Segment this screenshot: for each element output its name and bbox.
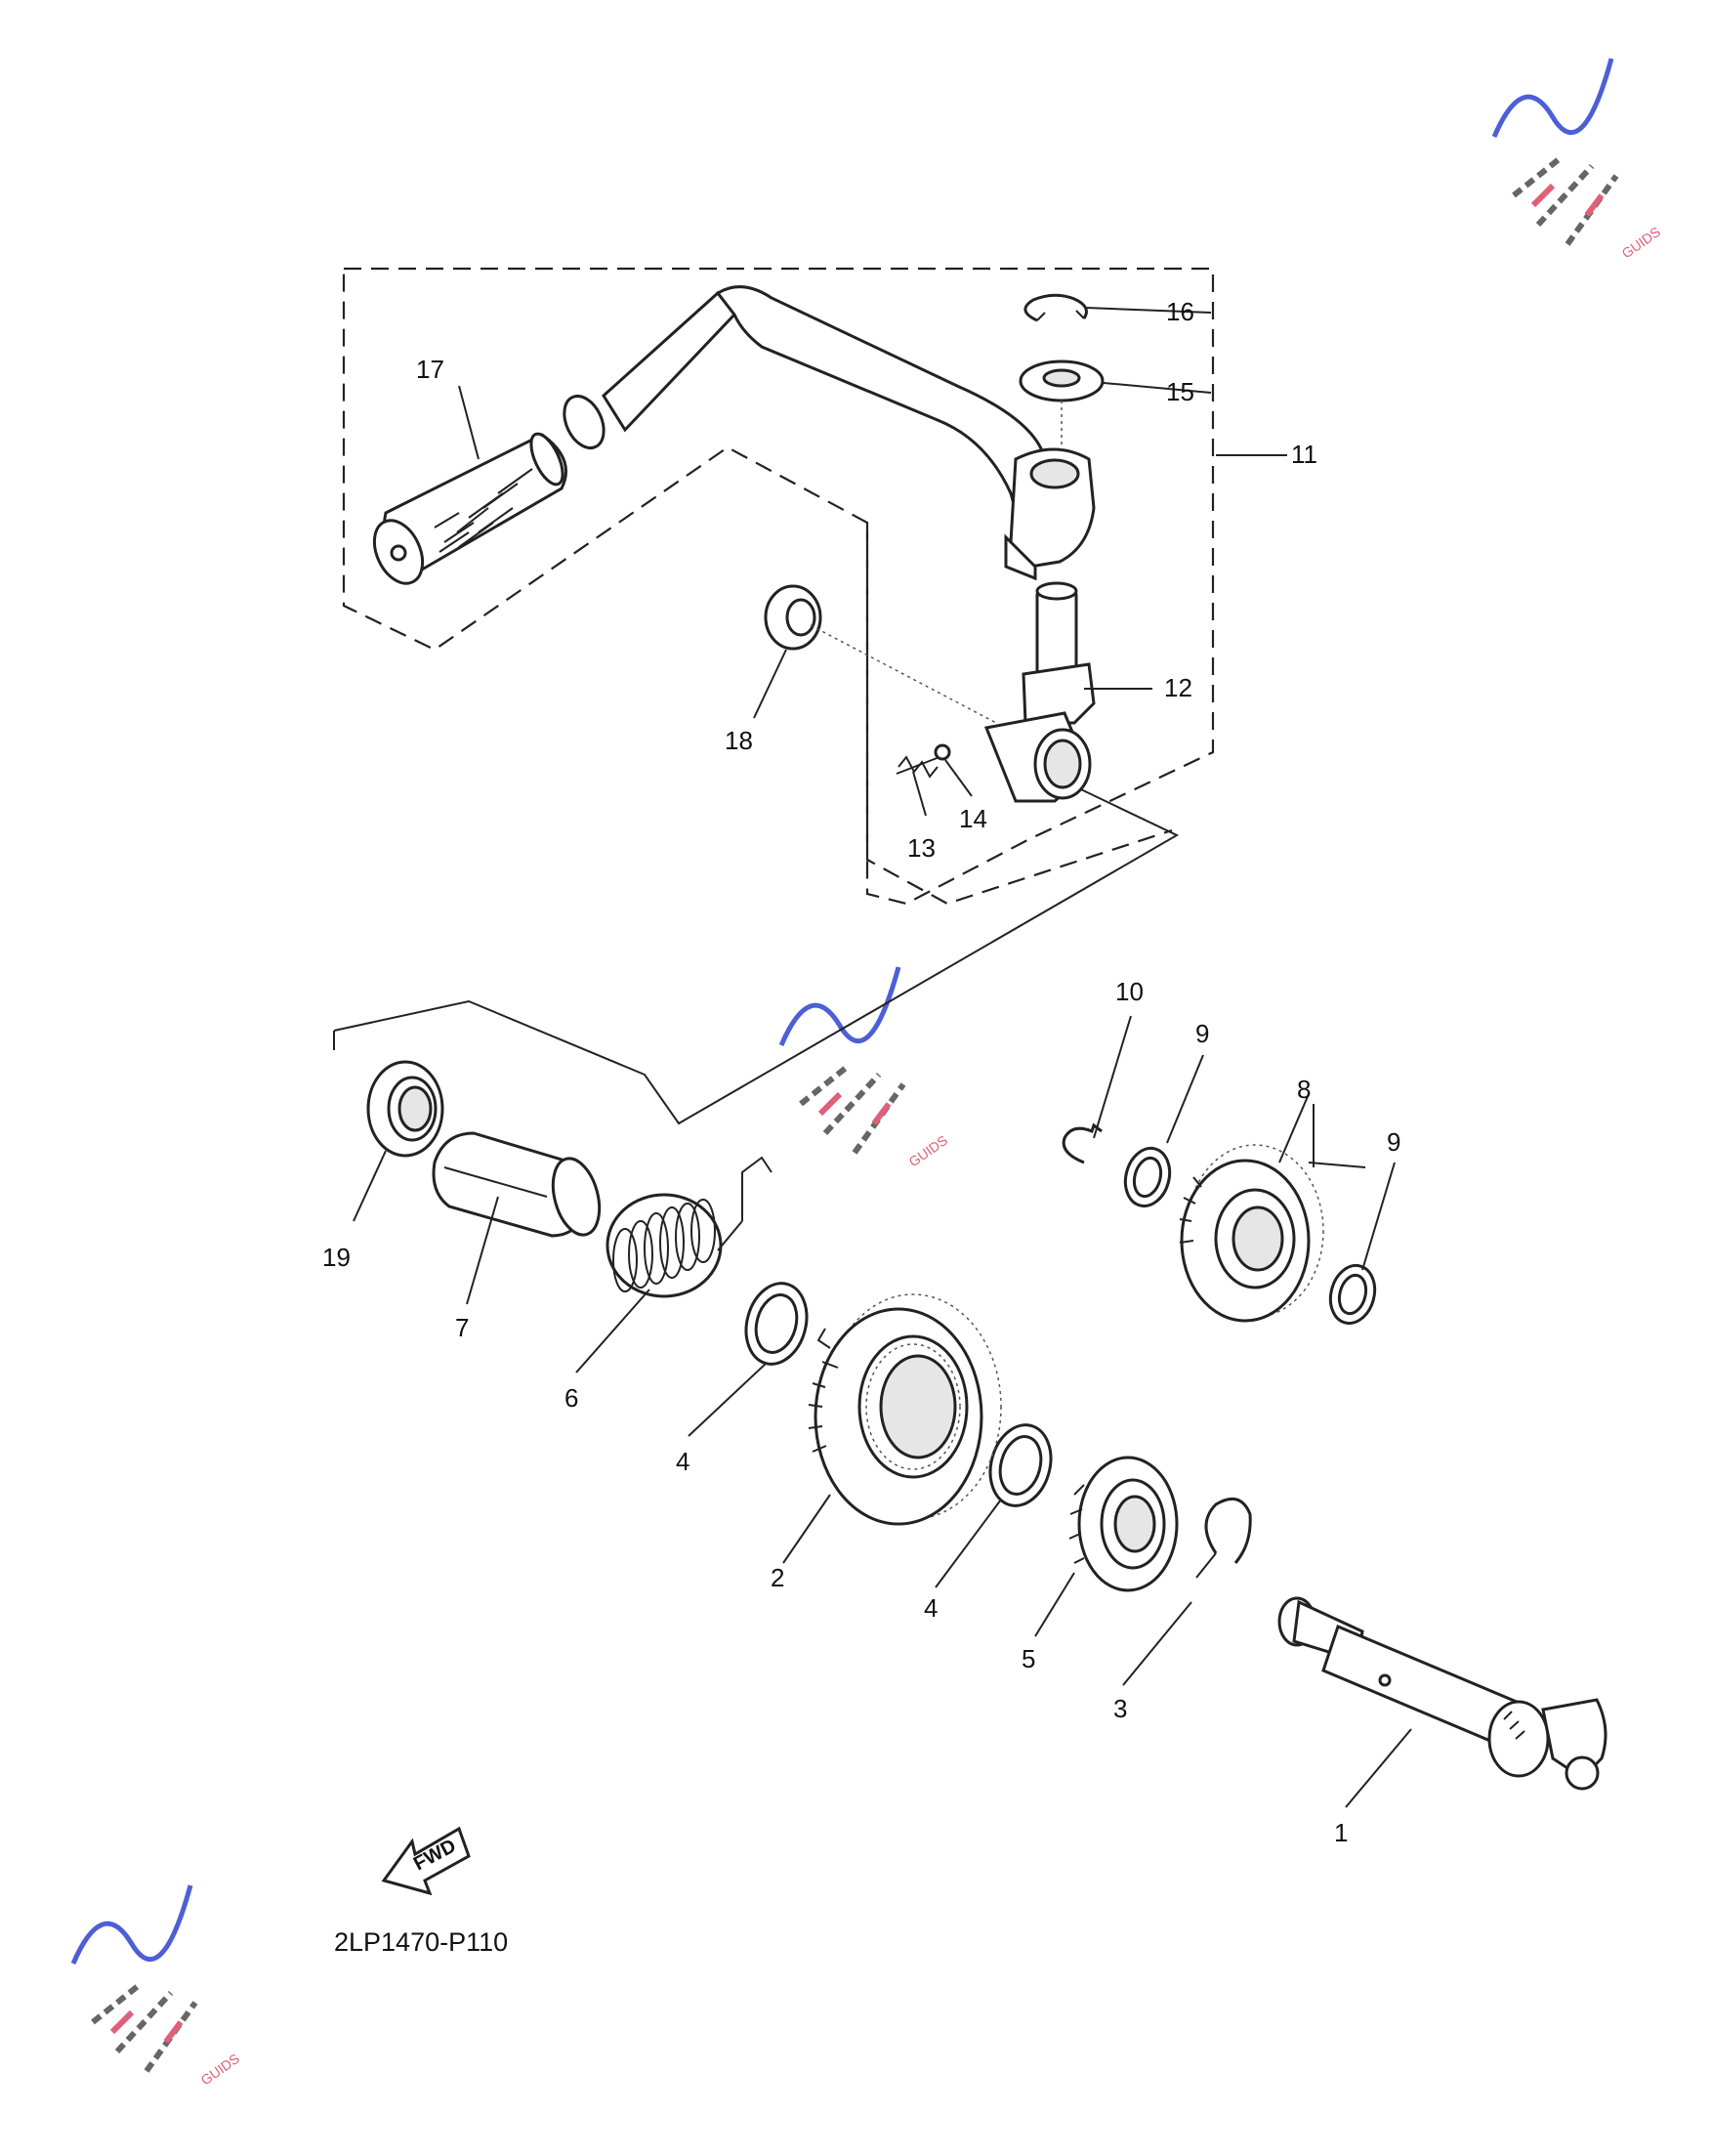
kick-crank-assembly-outline [342, 267, 1215, 906]
callout-8: 8 [1297, 1075, 1311, 1104]
callout-4-upper: 4 [676, 1447, 689, 1476]
callout-15: 15 [1166, 377, 1194, 406]
callout-14: 14 [959, 804, 987, 833]
callout-19: 19 [322, 1243, 351, 1272]
torsion-spring-6 [605, 1156, 772, 1298]
callout-11: 11 [1291, 440, 1317, 469]
kick-gear-2 [808, 1293, 1002, 1526]
collar-7 [432, 1131, 602, 1238]
diagram-code: 2LP1470-P110 [334, 1927, 508, 1957]
watermark-text: GUIDS [198, 2050, 243, 2089]
callout-3: 3 [1113, 1694, 1127, 1723]
callout-6: 6 [564, 1383, 578, 1413]
watermark-logo-bottom-left: GUIDS [70, 1884, 243, 2089]
spring-13 [896, 755, 940, 779]
kick-grip [372, 432, 567, 585]
washer-15 [1019, 359, 1105, 449]
callout-leaders [353, 307, 1412, 1808]
callout-13: 13 [907, 833, 936, 863]
assembly-reference-line [333, 781, 1180, 1125]
kick-shaft-1 [1277, 1596, 1608, 1791]
kick-boss [983, 581, 1096, 803]
boss-assembly-outline [865, 523, 1173, 906]
fwd-arrow-icon: FWD [381, 1826, 471, 1896]
oil-seal-19 [366, 1060, 444, 1158]
callout-17: 17 [416, 355, 444, 384]
washer-4-lower [988, 1423, 1053, 1507]
watermark-text: GUIDS [1619, 224, 1664, 262]
washer-9-lower [1328, 1263, 1377, 1326]
callout-9-lower: 9 [1387, 1127, 1400, 1157]
washer-4-upper [744, 1282, 809, 1366]
callout-12: 12 [1164, 673, 1192, 702]
kick-crank-arm [563, 285, 1096, 581]
circlip-10 [1062, 1122, 1103, 1164]
watermark-text: GUIDS [906, 1132, 951, 1170]
callout-16: 16 [1166, 297, 1194, 326]
callout-2: 2 [771, 1563, 784, 1592]
callout-5: 5 [1022, 1644, 1035, 1673]
callout-10: 10 [1115, 977, 1144, 1006]
callout-1: 1 [1334, 1818, 1348, 1847]
ratchet-5 [1068, 1456, 1179, 1592]
idle-gear-8 [1179, 1144, 1324, 1323]
circlip-16 [1023, 293, 1088, 322]
oil-seal-18 [764, 584, 997, 724]
watermark-logo-center: GUIDS [778, 966, 951, 1170]
callout-18: 18 [725, 726, 753, 755]
callout-7: 7 [455, 1313, 469, 1342]
ball-14 [934, 743, 951, 761]
watermark-logo-top-right: GUIDS [1491, 58, 1664, 262]
clip-3 [1195, 1497, 1252, 1579]
callout-4-lower: 4 [924, 1593, 938, 1623]
callout-9-upper: 9 [1195, 1019, 1209, 1048]
washer-9-upper [1123, 1146, 1172, 1208]
